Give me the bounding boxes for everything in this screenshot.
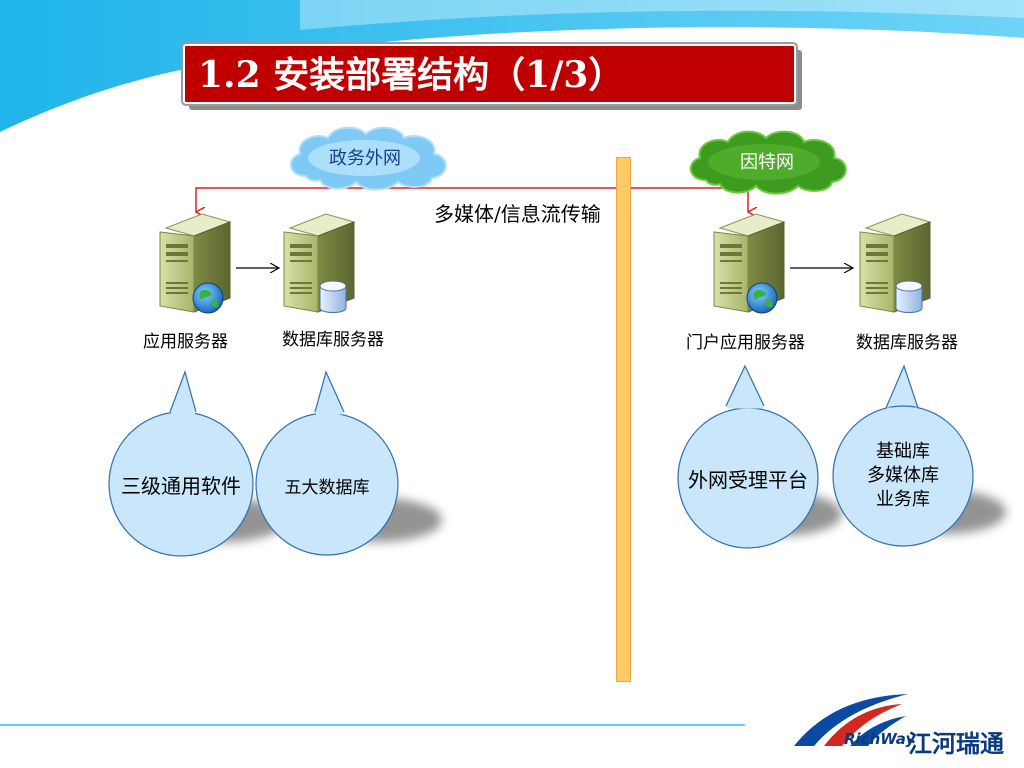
globe-icon	[746, 282, 778, 314]
bubble-databases-text: 五大数据库	[284, 478, 370, 498]
title-banner	[183, 44, 796, 104]
bubble-software-text: 三级通用软件	[121, 474, 241, 498]
database-icon	[319, 280, 347, 313]
portal-server-label: 门户应用服务器	[686, 333, 805, 353]
library-item-multimedia: 多媒体库	[867, 465, 939, 486]
gov-network-cloud	[290, 126, 447, 191]
bubble-platform	[677, 364, 819, 549]
network-divider	[616, 157, 631, 682]
app-server-label: 应用服务器	[143, 332, 228, 352]
bubble-software	[108, 370, 254, 557]
logo-brand-en: RichWay	[844, 730, 916, 748]
database-icon	[895, 280, 923, 313]
page-title: 1.2 安装部署结构（1/3）	[198, 54, 625, 96]
db-server-icon-right	[859, 213, 932, 313]
left-red-connector	[196, 187, 290, 212]
bubble-libraries	[832, 364, 974, 547]
gov-network-label: 政务外网	[329, 148, 401, 169]
db-server-label-left: 数据库服务器	[282, 330, 384, 350]
internet-cloud	[690, 130, 847, 195]
header-swoosh	[0, 0, 1024, 132]
library-item-basic: 基础库	[876, 441, 930, 462]
bubble-databases	[255, 370, 399, 556]
internet-label: 因特网	[740, 152, 794, 173]
footer-divider	[0, 724, 745, 726]
portal-server-icon	[713, 213, 786, 314]
logo-brand-cn: 江河瑞通	[908, 730, 1004, 758]
richway-logo-mark	[794, 694, 908, 746]
transfer-label: 多媒体/信息流传输	[434, 202, 601, 226]
app-server-icon	[159, 213, 232, 314]
bubble-platform-text: 外网受理平台	[688, 468, 808, 492]
db-server-icon	[283, 213, 356, 313]
globe-icon	[192, 282, 224, 314]
bubble-libraries-text: 基础库 多媒体库 业务库	[843, 440, 963, 512]
library-item-business: 业务库	[876, 489, 930, 510]
db-server-label-right: 数据库服务器	[856, 333, 958, 353]
